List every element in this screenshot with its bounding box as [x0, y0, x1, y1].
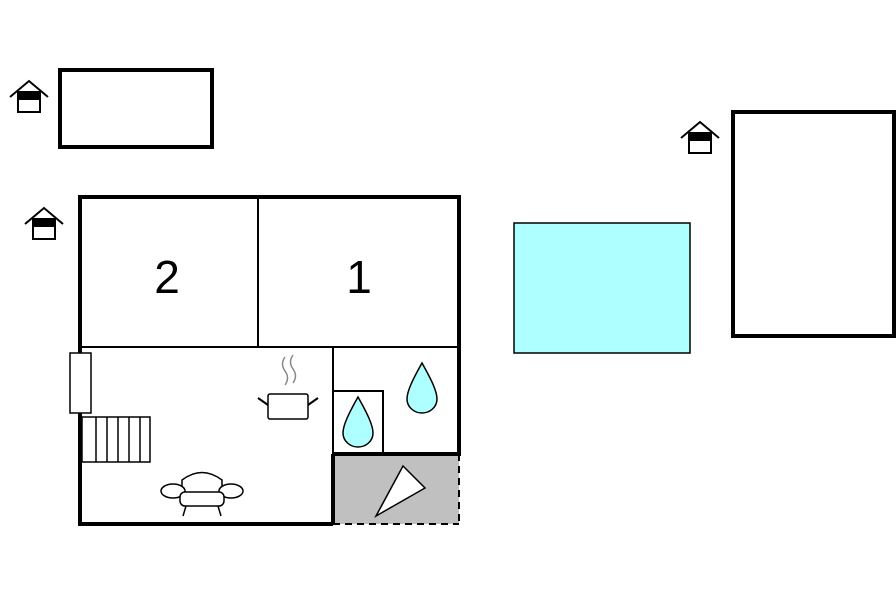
outbuilding-left: [58, 68, 214, 149]
water-drop-icon: [406, 361, 438, 414]
outbuilding-icon: [680, 120, 720, 154]
door-icon: [69, 352, 92, 414]
sunshade-icon: [374, 464, 427, 518]
sofa-icon: [160, 471, 244, 517]
outbuilding-icon: [24, 206, 64, 240]
room-label-bedroom-1: 1: [346, 251, 372, 303]
room-label-bedroom-2: 2: [154, 251, 180, 303]
pool: [513, 222, 691, 354]
outbuilding-icon: [9, 79, 49, 113]
house-walls: [78, 195, 461, 526]
cooking-pot-icon: [257, 354, 319, 420]
stairs-icon: [81, 416, 151, 463]
outbuilding-right: [731, 110, 896, 338]
water-drop-icon: [342, 395, 374, 448]
